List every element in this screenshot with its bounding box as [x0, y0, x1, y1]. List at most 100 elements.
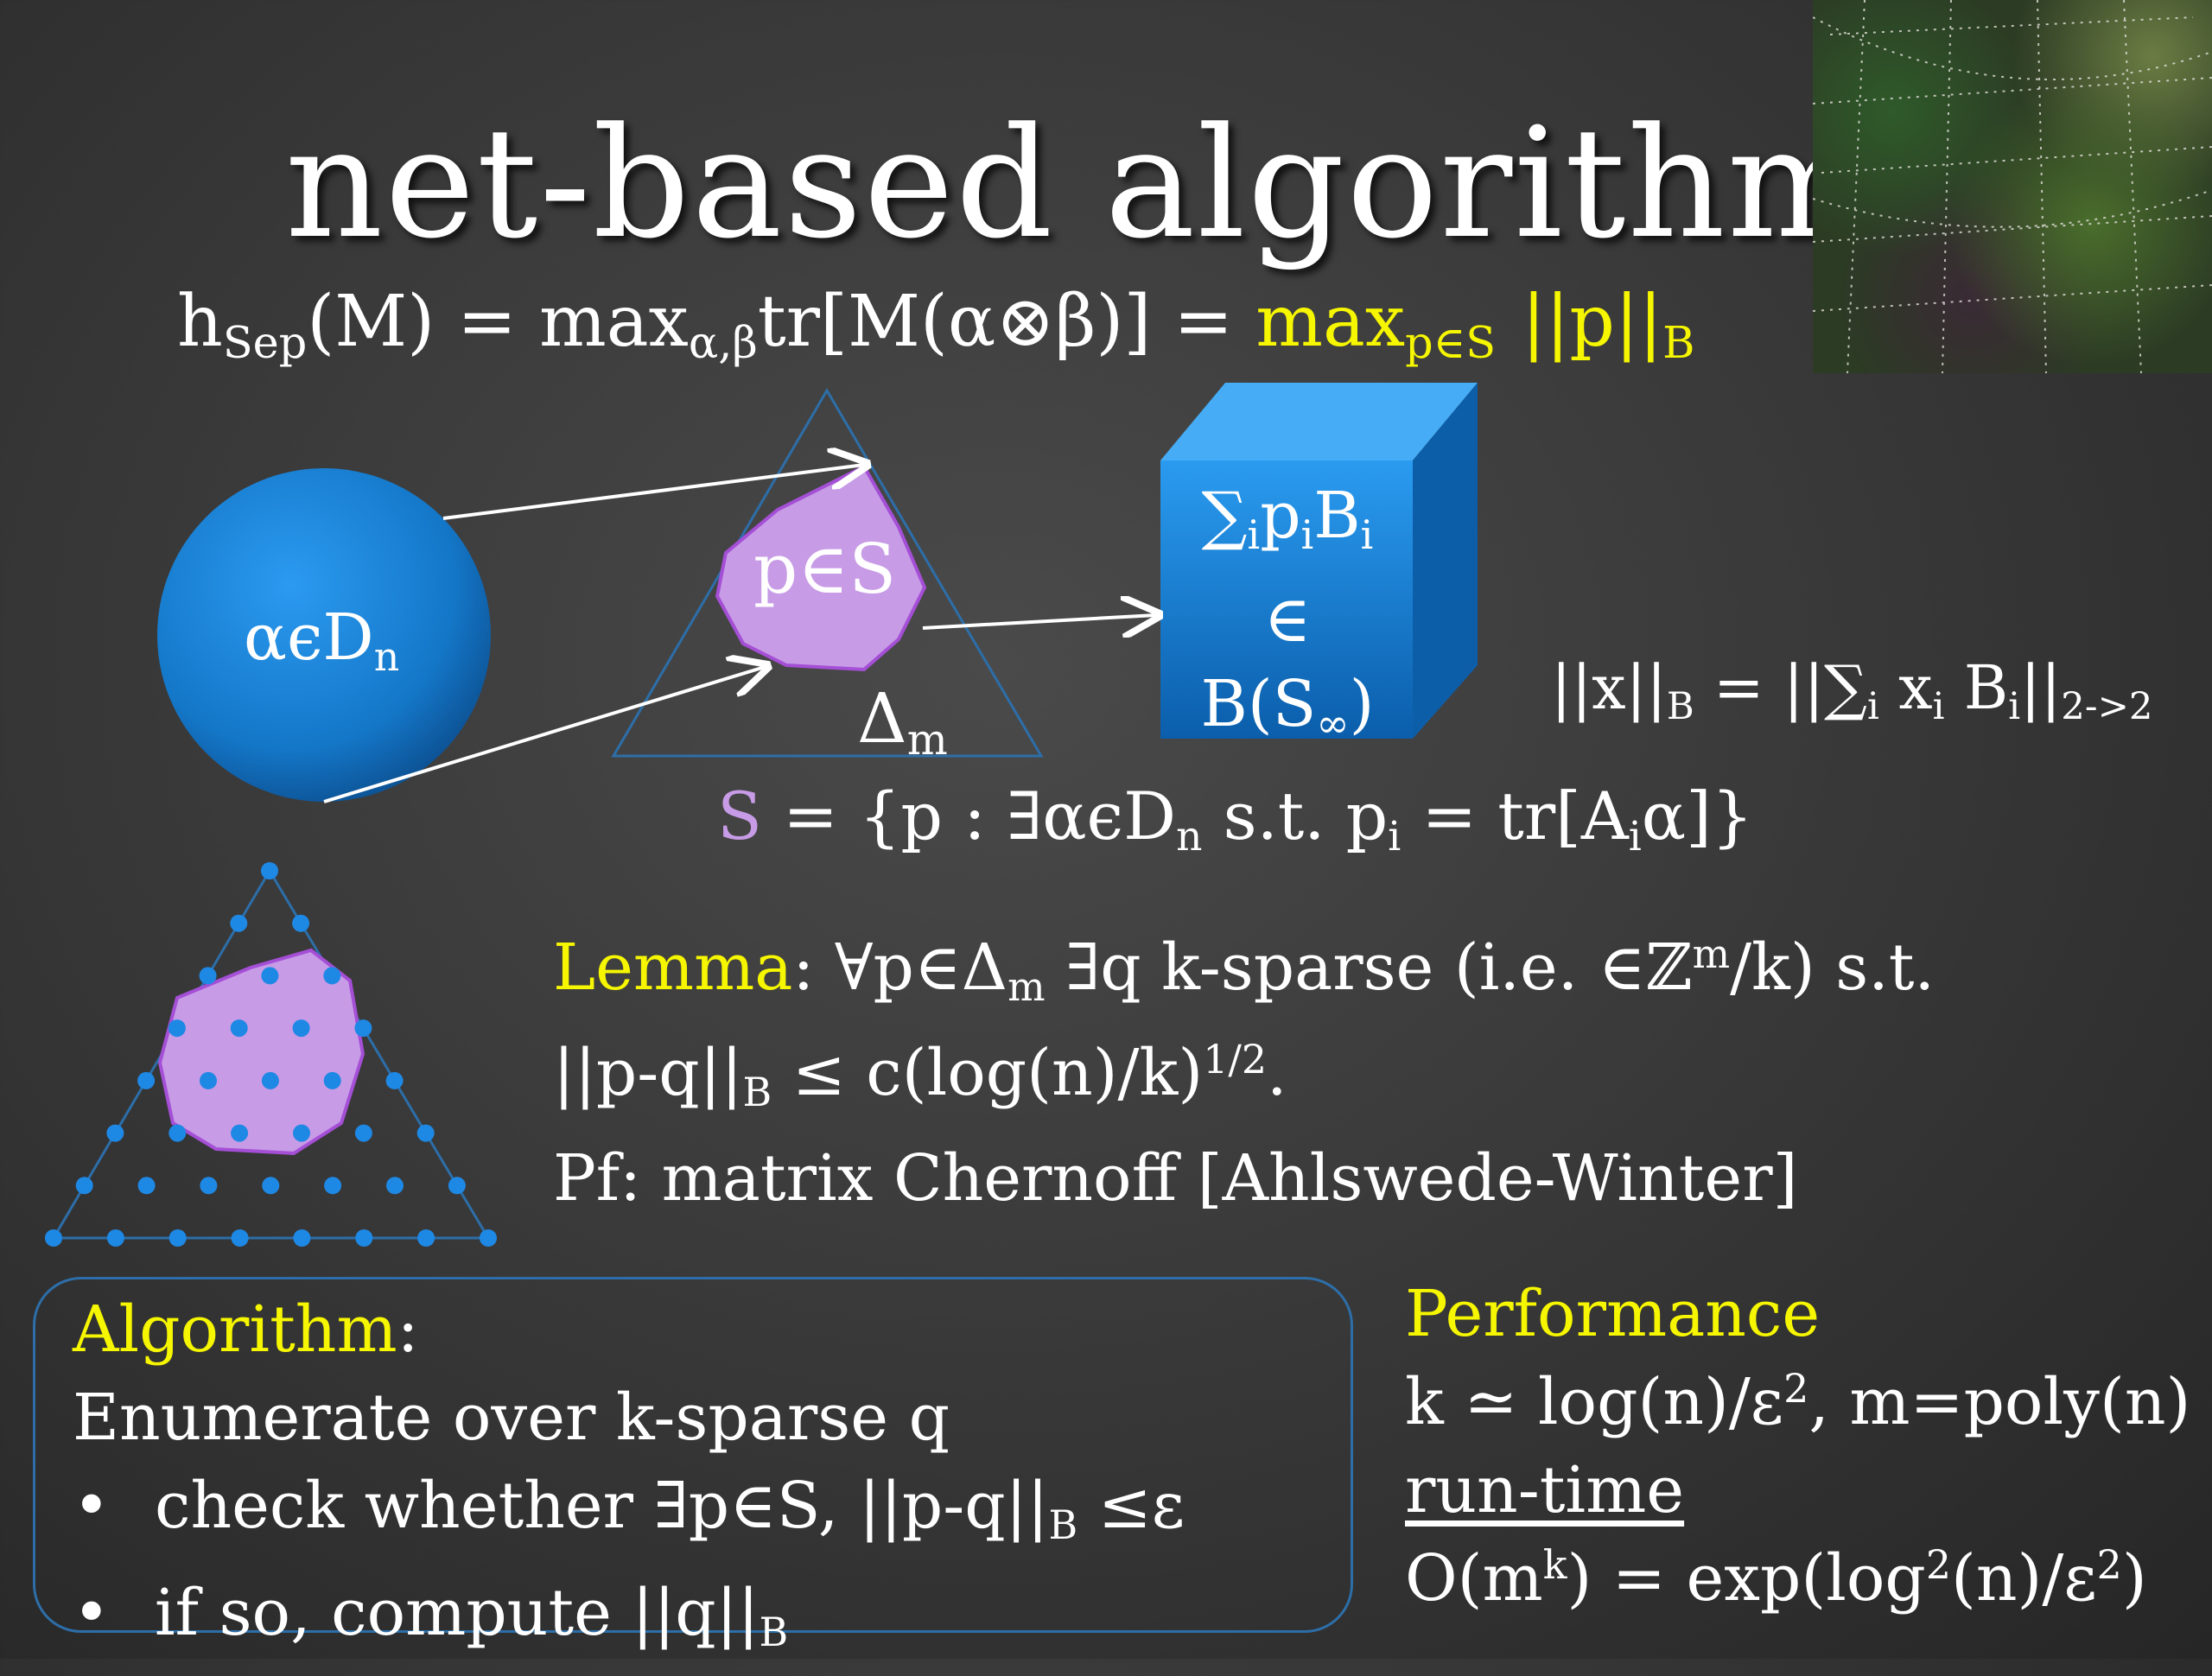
net-point	[292, 1019, 310, 1038]
bullet-icon: •	[73, 1469, 111, 1543]
objective-formula: hSep(M) = maxα,βtr[M(α⊗β)] = maxp∈S||p||…	[177, 281, 1694, 368]
norm-x: x	[1878, 652, 1933, 723]
cube-bs: B(S	[1200, 666, 1317, 741]
set-i-sub: i	[1388, 813, 1402, 861]
perf-line3a: O(m	[1405, 1541, 1543, 1616]
algorithm-b2-sub: B	[759, 1608, 789, 1655]
arrow-blob-to-cube	[922, 615, 1156, 628]
set-s-blob	[715, 464, 927, 672]
formula-norm: ||p||	[1522, 281, 1663, 363]
net-point	[168, 1229, 187, 1247]
formula-max2-sub: p∈S	[1405, 317, 1497, 369]
lemma-line2a: ||p-q||	[553, 1035, 743, 1110]
simplex-label-text: Δ	[857, 678, 907, 759]
perf-line1a: k ≃ log(n)/ε	[1405, 1365, 1784, 1439]
simplex-label-sub: m	[906, 714, 948, 765]
lemma-line2c: .	[1267, 1035, 1287, 1110]
net-point	[200, 1071, 217, 1089]
net-point	[261, 1071, 279, 1089]
lemma-line1a: : ∀p∈Δ	[792, 930, 1008, 1005]
circle-label-text: αϵD	[244, 600, 374, 675]
formula-part2: tr[M(α⊗β)] =	[757, 281, 1256, 363]
net-point	[448, 1177, 466, 1195]
cube-sub1: i	[1247, 511, 1261, 558]
algorithm-b2a: if so, compute ||q||	[155, 1575, 760, 1650]
norm-left: ||x||	[1551, 652, 1667, 723]
lemma-line1b: ∃q k-sparse (i.e. ∈ℤ	[1045, 930, 1693, 1005]
perf-line3-sup3: 2	[2096, 1540, 2122, 1588]
lemma-line2-sub: B	[742, 1068, 772, 1115]
perf-line3d: )	[2121, 1541, 2147, 1616]
net-point	[137, 1071, 156, 1089]
net-point	[230, 914, 248, 932]
norm-b: B	[1944, 652, 2009, 723]
net-point	[75, 1177, 93, 1195]
performance-line3: O(mk) = exp(log2(n)/ε2)	[1405, 1534, 2190, 1622]
algorithm-bullet1: •check whether ∃p∈S, ||p-q||B ≤ε	[73, 1462, 1185, 1569]
lemma-line2-sup: 1/2	[1203, 1035, 1268, 1082]
performance-runtime: run-time	[1405, 1453, 1685, 1527]
lemma-line2b: ≤ c(log(n)/k)	[772, 1035, 1204, 1110]
net-point	[323, 1071, 341, 1089]
net-point	[293, 1124, 310, 1142]
net-point	[230, 1019, 248, 1038]
set-part1: = {p : ∃αϵD	[762, 778, 1177, 854]
norm-end: ||	[2020, 652, 2062, 723]
set-part2: s.t. p	[1202, 778, 1389, 854]
bullet-icon: •	[73, 1575, 111, 1650]
net-point	[354, 1124, 372, 1142]
algorithm-colon: :	[397, 1292, 419, 1367]
formula-max-sub: α,β	[688, 317, 758, 369]
set-part4: α]}	[1641, 778, 1754, 854]
net-point	[168, 1019, 186, 1038]
algorithm-b1-sub: B	[1048, 1501, 1078, 1548]
performance-block: Performance k ≃ log(n)/ε2, m=poly(n) run…	[1405, 1270, 2190, 1622]
algorithm-b1b: ≤ε	[1077, 1469, 1185, 1543]
circle-label: αϵDn	[244, 600, 399, 680]
cube-inf: ∞	[1316, 699, 1350, 746]
cube-p: p	[1260, 479, 1301, 553]
set-i-sub2: i	[1628, 813, 1642, 861]
net-point	[416, 1124, 435, 1142]
lemma-label: Lemma	[553, 930, 793, 1005]
performance-label: Performance	[1405, 1277, 1821, 1351]
simplex-label: Δm	[857, 678, 948, 765]
perf-line3-sup: k	[1542, 1540, 1567, 1588]
net-point	[231, 1124, 249, 1142]
net-point	[199, 967, 217, 985]
lemma-line1-sup: m	[1692, 930, 1731, 977]
cube-b: B	[1313, 479, 1361, 553]
algorithm-line1: Enumerate over k-sparse q	[73, 1381, 950, 1455]
alpha-ball	[157, 468, 491, 802]
arrow-ball-to-blob-bottom	[323, 667, 765, 803]
net-point	[386, 1177, 404, 1195]
formula-h: h	[177, 281, 223, 363]
cube-sum: ∑	[1201, 479, 1248, 553]
algorithm-bullet2: • if so, compute ||q||B	[73, 1569, 1185, 1676]
net-point	[355, 1229, 373, 1247]
set-n-sub: n	[1176, 813, 1203, 861]
norm-definition: ||x||B = ||∑i xi Bi||2->2	[1551, 652, 2153, 728]
lemma-line2: ||p-q||B ≤ c(log(n)/k)1/2.	[553, 1030, 1935, 1135]
performance-line1: k ≃ log(n)/ε2, m=poly(n)	[1405, 1358, 2190, 1446]
arrow-ball-to-blob-top	[442, 465, 864, 520]
lemma-line1-sub: m	[1007, 962, 1046, 1010]
algorithm-block: Algorithm: Enumerate over k-sparse q •ch…	[73, 1286, 1185, 1676]
circle-label-sub: n	[373, 632, 400, 680]
perf-line3-sup2: 2	[1925, 1540, 1951, 1588]
spider-web-photo	[1813, 0, 2212, 373]
norm-end-sub: 2->2	[2061, 685, 2153, 729]
lemma-block: Lemma: ∀p∈Δm ∃q k-sparse (i.e. ∈ℤm/k) s.…	[553, 924, 1935, 1222]
set-definition: S = {p : ∃αϵDn s.t. pi = tr[Aiα]}	[717, 778, 1753, 860]
net-point	[45, 1229, 62, 1247]
cube-top	[1160, 383, 1478, 460]
perf-line3c: (n)/ε	[1951, 1541, 2097, 1616]
perf-line1b: , m=poly(n)	[1808, 1365, 2191, 1439]
net-point	[261, 967, 279, 985]
cube-line3: B(S∞)	[1158, 662, 1417, 765]
cube-paren: )	[1349, 666, 1375, 741]
norm-mid-sub: i	[1867, 685, 1879, 729]
net-point	[106, 1124, 124, 1142]
net-point	[417, 1229, 435, 1247]
